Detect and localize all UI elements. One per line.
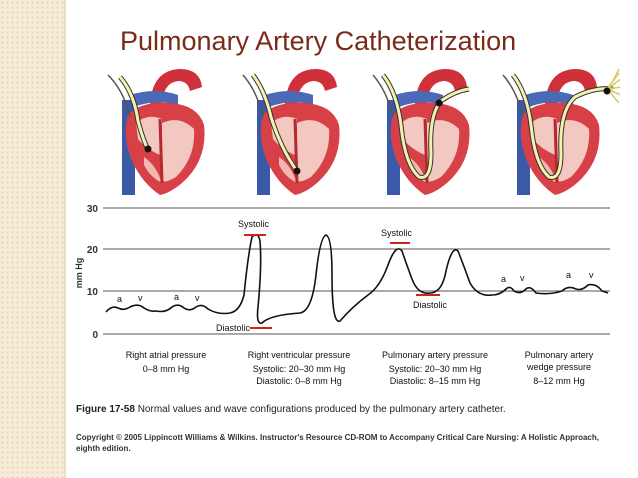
tick-10: 10 bbox=[87, 287, 99, 298]
slide-title: Pulmonary Artery Catheterization bbox=[120, 26, 517, 56]
segment-pa-diastolic: Diastolic: 8–15 mm Hg bbox=[390, 376, 481, 386]
heart-pulmonary-artery bbox=[372, 67, 472, 195]
tick-0: 0 bbox=[92, 330, 98, 341]
stripe-edge bbox=[64, 0, 66, 478]
segment-rv-systolic: Systolic: 20–30 mm Hg bbox=[253, 364, 346, 374]
hearts-row bbox=[107, 67, 620, 195]
label-systolic-rv: Systolic bbox=[238, 219, 270, 229]
wave-a2: a bbox=[174, 292, 179, 302]
figure-caption-text: Normal values and wave configurations pr… bbox=[134, 404, 506, 415]
label-diastolic-rv: Diastolic bbox=[216, 323, 251, 333]
copyright-notice: Copyright © 2005 Lippincott Williams & W… bbox=[76, 433, 599, 453]
label-systolic-pa: Systolic bbox=[381, 228, 413, 238]
tick-20: 20 bbox=[87, 245, 99, 256]
heart-right-ventricle bbox=[242, 67, 342, 195]
wave-a4: a bbox=[566, 270, 571, 280]
segment-rv-diastolic: Diastolic: 0–8 mm Hg bbox=[256, 376, 342, 386]
decorative-left-stripe bbox=[0, 0, 64, 478]
wave-v1: v bbox=[138, 293, 143, 303]
segment-rv-name: Right ventricular pressure bbox=[248, 350, 351, 360]
figure-caption: Figure 17-58 Normal values and wave conf… bbox=[76, 404, 506, 415]
segment-ra-range: 0–8 mm Hg bbox=[143, 364, 190, 374]
pressure-graph: 30 20 10 0 mm Hg Systolic Diastolic Syst… bbox=[74, 204, 610, 386]
wave-v4: v bbox=[589, 270, 594, 280]
tick-30: 30 bbox=[87, 204, 99, 215]
y-axis-label: mm Hg bbox=[74, 258, 84, 289]
figure-number: Figure 17-58 bbox=[76, 404, 135, 415]
segment-pa-systolic: Systolic: 20–30 mm Hg bbox=[389, 364, 482, 374]
segment-wedge-name-2: wedge pressure bbox=[526, 362, 591, 372]
heart-wedge bbox=[502, 67, 620, 195]
segment-ra-name: Right atrial pressure bbox=[126, 350, 207, 360]
heart-right-atrium bbox=[107, 67, 207, 195]
wave-a1: a bbox=[117, 294, 122, 304]
wave-v2: v bbox=[195, 293, 200, 303]
segment-pa-name: Pulmonary artery pressure bbox=[382, 350, 488, 360]
segment-wedge-name-1: Pulmonary artery bbox=[525, 350, 594, 360]
pressure-waveform bbox=[105, 233, 609, 324]
wave-a3: a bbox=[501, 274, 506, 284]
wave-v3: v bbox=[520, 273, 525, 283]
label-diastolic-pa: Diastolic bbox=[413, 300, 448, 310]
segment-wedge-range: 8–12 mm Hg bbox=[533, 376, 585, 386]
